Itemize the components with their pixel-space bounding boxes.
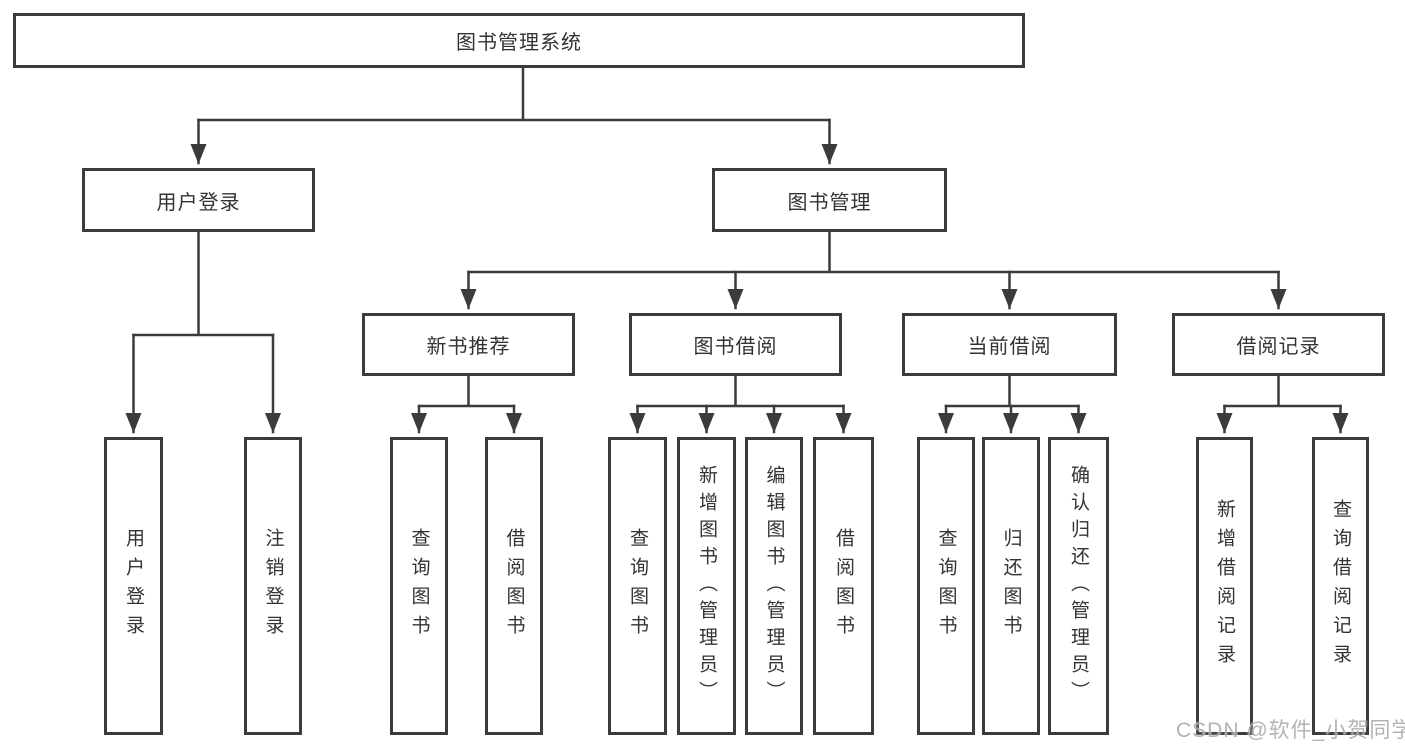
node-label: 借阅图书: [833, 528, 854, 644]
leaf-query-books-borrow: 查询图书: [608, 437, 667, 735]
node-label: 查询借阅记录: [1330, 499, 1351, 673]
node-label: 用户登录: [156, 191, 241, 214]
node-label: 当前借阅: [967, 336, 1052, 358]
node-label: 确认归还（管理员）: [1068, 464, 1089, 708]
node-label: 查询图书: [408, 528, 430, 644]
leaf-user-login: 用户登录: [104, 437, 163, 735]
node-label: 图书借阅: [693, 336, 778, 358]
node-label: 查询图书: [627, 528, 648, 644]
leaf-query-borrow-record: 查询借阅记录: [1312, 437, 1369, 735]
node-library-management-system: 图书管理系统: [13, 13, 1025, 68]
node-label: 编辑图书（管理员）: [763, 464, 785, 708]
node-label: 新书推荐: [426, 336, 511, 358]
node-label: 图书管理: [787, 191, 872, 214]
node-book-management: 图书管理: [712, 168, 947, 232]
node-label: 归还图书: [1000, 528, 1022, 644]
node-label: 图书管理系统: [456, 32, 582, 54]
leaf-return-books: 归还图书: [982, 437, 1040, 735]
node-label: 用户登录: [123, 528, 144, 644]
node-label: 查询图书: [935, 528, 957, 644]
leaf-borrow-books-recommend: 借阅图书: [485, 437, 543, 735]
node-borrow-records: 借阅记录: [1172, 313, 1385, 376]
leaf-query-books-recommend: 查询图书: [390, 437, 448, 735]
node-label: 注销登录: [262, 528, 284, 644]
node-new-book-recommend: 新书推荐: [362, 313, 575, 376]
node-user-login: 用户登录: [82, 168, 315, 232]
node-label: 借阅记录: [1236, 336, 1321, 358]
node-current-borrow: 当前借阅: [902, 313, 1117, 376]
leaf-logout: 注销登录: [244, 437, 302, 735]
leaf-query-books-current: 查询图书: [917, 437, 975, 735]
node-label: 新增借阅记录: [1214, 499, 1235, 673]
leaf-confirm-return-admin: 确认归还（管理员）: [1048, 437, 1109, 735]
csdn-watermark: CSDN @软件_小贺同学: [1176, 719, 1405, 742]
node-label: 新增图书（管理员）: [696, 464, 717, 708]
leaf-borrow-books: 借阅图书: [813, 437, 874, 735]
node-book-borrow: 图书借阅: [629, 313, 842, 376]
node-label: 借阅图书: [503, 528, 525, 644]
leaf-edit-books-admin: 编辑图书（管理员）: [745, 437, 803, 735]
leaf-add-books-admin: 新增图书（管理员）: [677, 437, 736, 735]
leaf-add-borrow-record: 新增借阅记录: [1196, 437, 1253, 735]
